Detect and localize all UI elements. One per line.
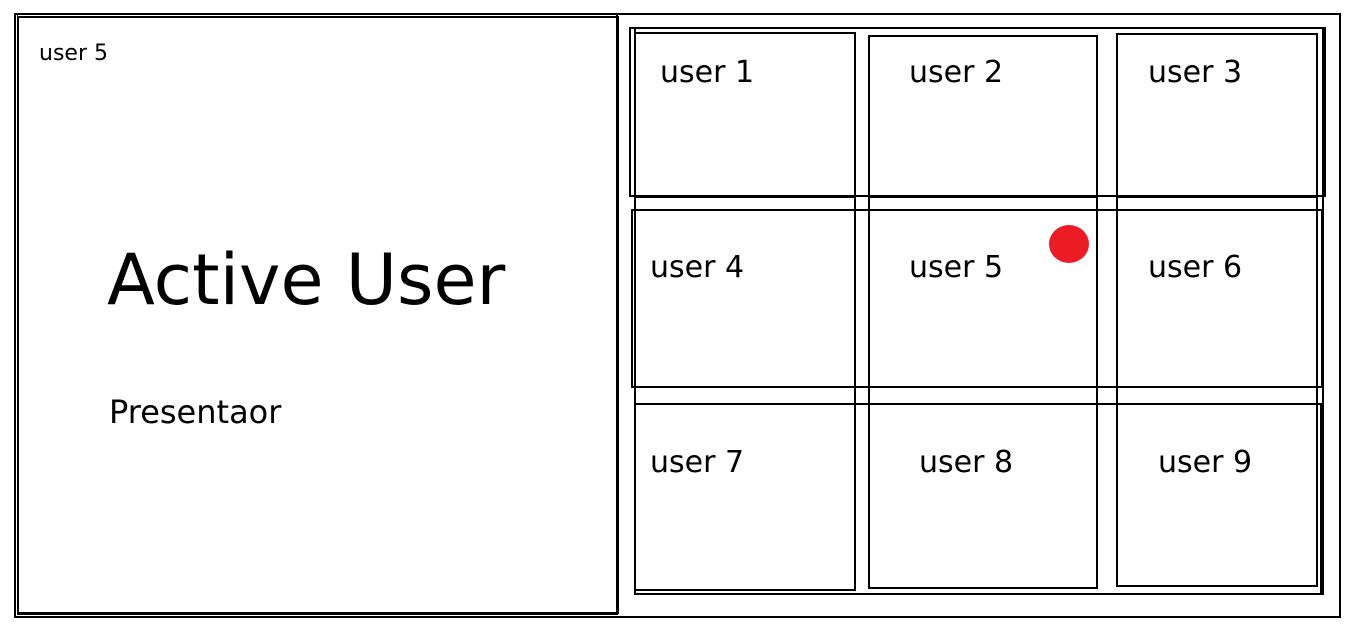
- user-tile-8[interactable]: [868, 386, 1098, 589]
- user-tile-9[interactable]: [1116, 386, 1318, 587]
- user-tile-5[interactable]: [868, 195, 1098, 388]
- user-tile-3-label: user 3: [1148, 55, 1243, 90]
- presenter-user-tag: user 5: [39, 41, 108, 66]
- presenter-role: Presentaor: [109, 393, 282, 431]
- user-tile-4-label: user 4: [650, 250, 745, 285]
- active-indicator-dot: [1049, 225, 1089, 263]
- user-tile-8-label: user 8: [919, 445, 1014, 480]
- outer-frame: [14, 13, 1341, 618]
- presenter-panel: [17, 13, 618, 615]
- user-tile-5-label: user 5: [909, 250, 1004, 285]
- user-tile-2[interactable]: [868, 35, 1098, 198]
- user-tile-7-label: user 7: [650, 445, 745, 480]
- user-tile-2-label: user 2: [909, 55, 1004, 90]
- user-tile-6-label: user 6: [1148, 250, 1243, 285]
- presenter-heading: Active User: [107, 239, 506, 321]
- user-tile-1[interactable]: [634, 32, 856, 198]
- user-tile-9-label: user 9: [1158, 445, 1253, 480]
- user-tile-3[interactable]: [1116, 33, 1318, 198]
- user-tile-6[interactable]: [1116, 195, 1318, 388]
- user-tile-7[interactable]: [634, 386, 856, 591]
- user-tile-4[interactable]: [634, 195, 856, 388]
- user-tile-1-label: user 1: [660, 55, 755, 90]
